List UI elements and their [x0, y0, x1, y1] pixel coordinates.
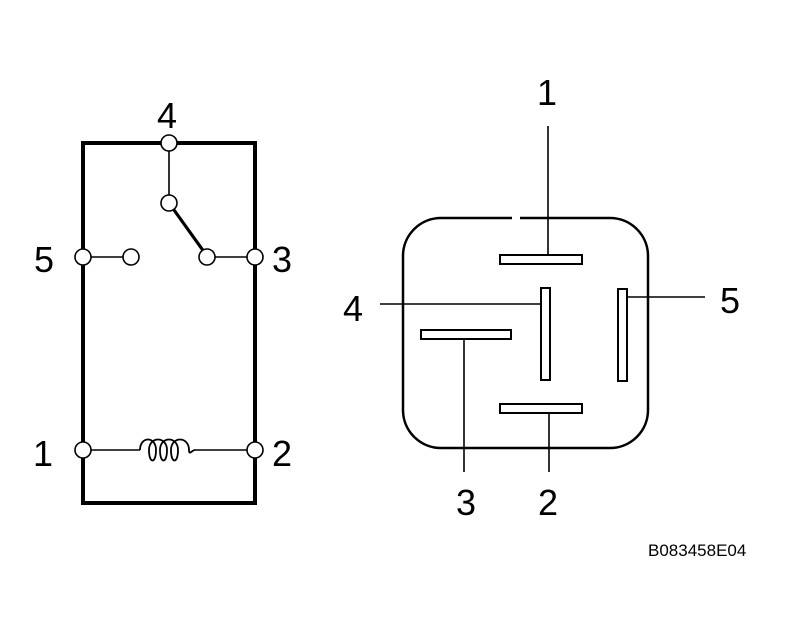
pin-4-blade [540, 287, 551, 381]
schematic-label-4: 4 [157, 95, 177, 136]
pin-5-blade [617, 288, 628, 382]
connector-label-2: 2 [538, 482, 558, 523]
schematic-label-3: 3 [272, 239, 292, 280]
schematic-label-2: 2 [272, 433, 292, 474]
terminal-1-node [74, 441, 92, 459]
connector-view: 1 4 5 3 2 [343, 72, 740, 523]
terminal-5-node [74, 248, 92, 266]
pin-3-blade [420, 329, 512, 340]
connector-label-4: 4 [343, 288, 363, 329]
connector-label-5: 5 [720, 280, 740, 321]
schematic-label-5: 5 [34, 239, 54, 280]
pin-2-blade [499, 403, 583, 414]
schematic-frame-bottom [81, 448, 257, 505]
connector-label-3: 3 [456, 482, 476, 523]
no-contact-node [198, 248, 216, 266]
relay-schematic: 4 5 3 1 2 [33, 95, 292, 505]
nc-contact-node [122, 248, 140, 266]
figure-code: B083458E04 [648, 541, 746, 560]
schematic-label-1: 1 [33, 433, 53, 474]
coil-winding [139, 438, 196, 462]
terminal-3-node [246, 248, 264, 266]
switch-arm [167, 202, 209, 257]
pin-1-blade [499, 254, 583, 265]
terminal-2-node [246, 441, 264, 459]
terminal-4-node [160, 134, 178, 152]
switch-pivot-node [160, 194, 178, 212]
connector-label-1: 1 [537, 72, 557, 113]
